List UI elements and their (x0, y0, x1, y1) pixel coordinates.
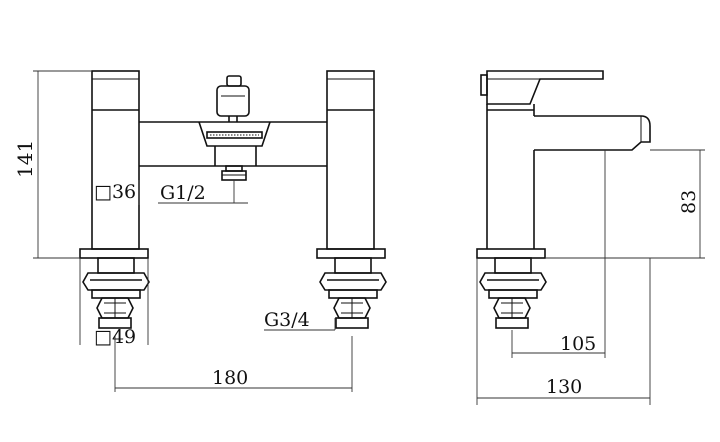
side-spout (534, 115, 651, 151)
handshower-outlet (221, 165, 247, 181)
diverter-knob (216, 75, 250, 122)
dim-label-body-square: □36 (94, 181, 136, 203)
side-body (476, 104, 546, 259)
diverter-housing (198, 121, 271, 166)
dim-label-connection-thread: G3/4 (264, 309, 310, 331)
dim-label-spout-reach: 105 (560, 333, 596, 355)
dim-label-handshower-thread: G1/2 (160, 182, 206, 204)
dimension-lines (33, 70, 705, 405)
dim-label-base-square: □49 (94, 326, 136, 348)
left-pillar (79, 70, 149, 259)
side-lever (480, 70, 604, 105)
dim-label-total-depth: 130 (546, 376, 582, 398)
left-tail-fitting (82, 257, 150, 329)
side-view (476, 70, 651, 329)
side-tail-fitting (479, 257, 547, 329)
right-pillar (316, 70, 386, 259)
dim-label-centres: 180 (212, 367, 248, 389)
crossbar (139, 121, 327, 167)
right-tail-fitting (319, 257, 387, 329)
dim-label-height-total: 141 (13, 140, 37, 178)
dim-label-spout-height: 83 (678, 190, 700, 214)
front-view (79, 70, 387, 329)
